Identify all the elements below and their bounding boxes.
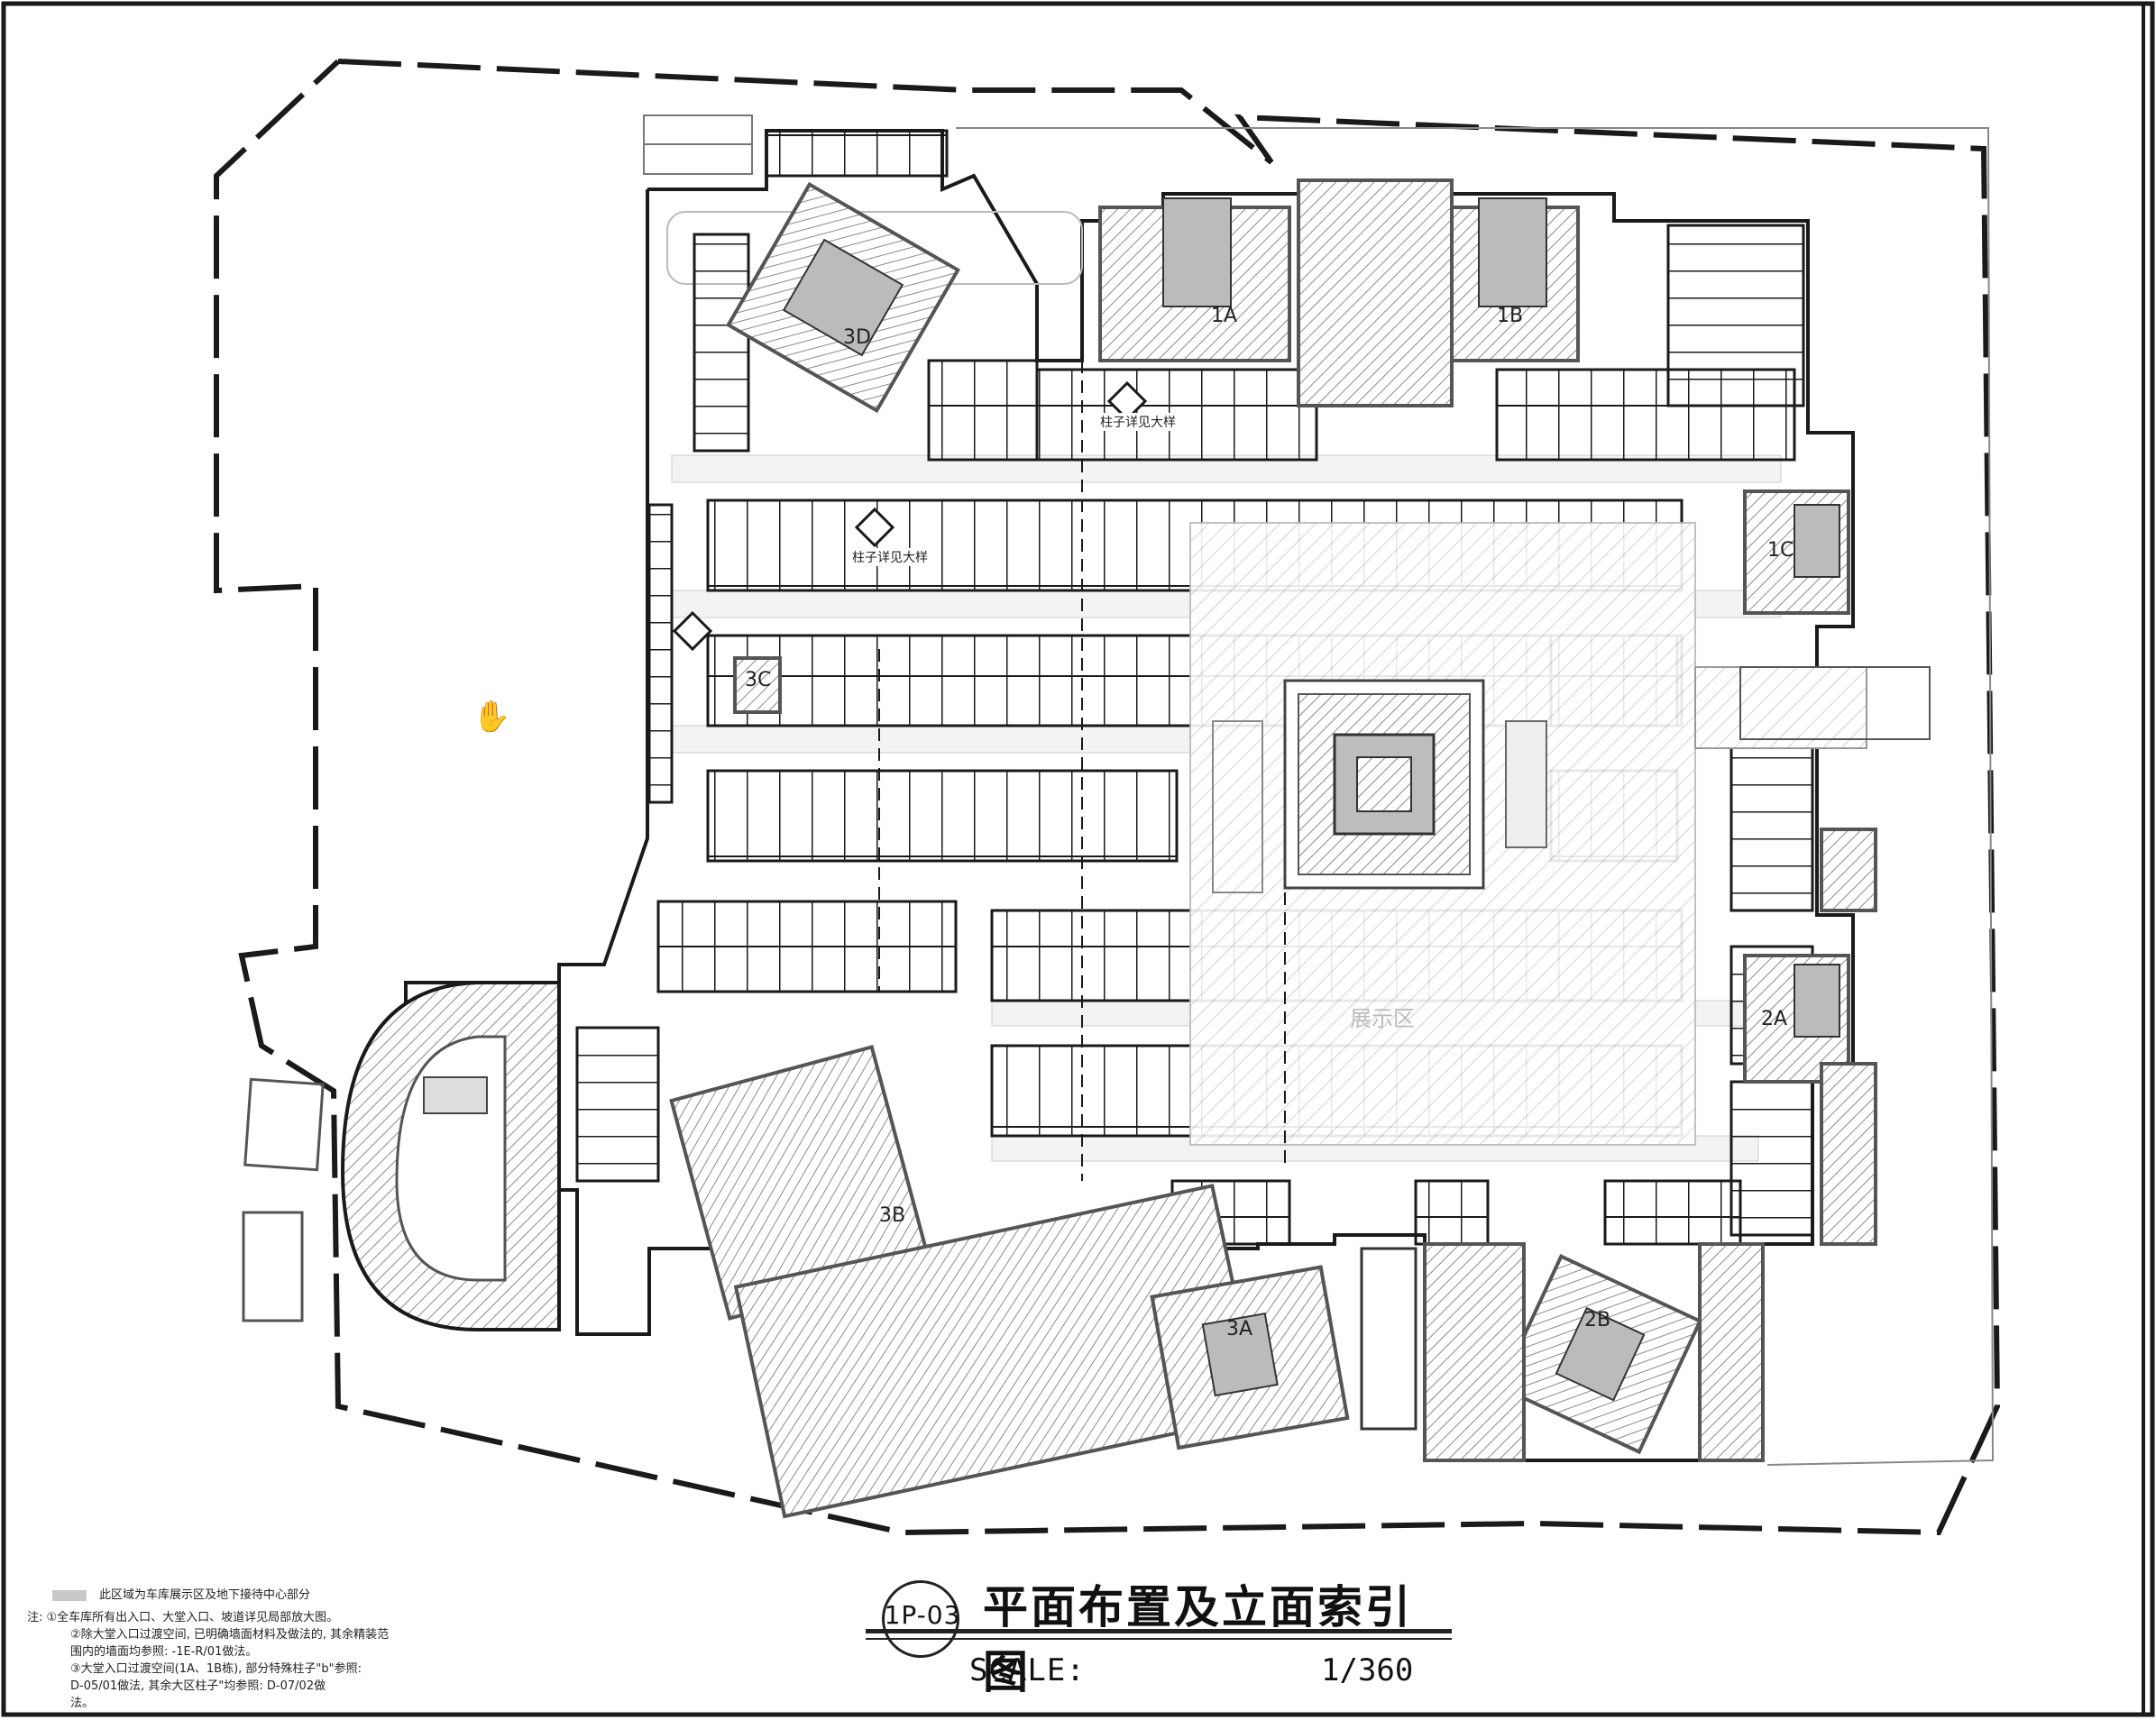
building-label-2b: 2B	[1584, 1309, 1611, 1331]
site-boundary	[214, 59, 2001, 1536]
building-label-1a: 1A	[1211, 305, 1238, 327]
title-block: 1P-03 平面布置及立面索引图 SCALE: 1/360	[857, 1555, 1452, 1699]
scale-label: SCALE:	[969, 1652, 1086, 1688]
hand-cursor-icon: ✋	[472, 699, 511, 735]
spiral-ramp	[340, 981, 561, 1331]
building-label-3c: 3C	[745, 669, 772, 691]
note-line: D-05/01做法, 其余大区柱子"均参照: D-07/02做	[70, 1679, 326, 1693]
legend-row: 此区域为车库展示区及地下接待中心部分	[52, 1587, 433, 1604]
note-line: 围内的墙面均参照: -1E-R/01做法。	[70, 1645, 258, 1659]
legend-notes: 此区域为车库展示区及地下接待中心部分 注: ①全车库所有出入口、大堂入口、坡道详…	[27, 1587, 433, 1712]
building-label-3b: 3B	[879, 1204, 906, 1227]
column-detail-callout-1: 柱子详见大样	[1100, 413, 1176, 431]
building-label-2a: 2A	[1761, 1008, 1788, 1030]
title-rule	[866, 1638, 1452, 1640]
note-line: 法。	[70, 1697, 95, 1710]
building-label-1c: 1C	[1767, 539, 1794, 562]
building-label-1b: 1B	[1497, 305, 1524, 327]
drawing-ref-number: 1P-03	[884, 1600, 961, 1630]
scale-value: 1/360	[1321, 1652, 1414, 1688]
building-label-3d: 3D	[843, 326, 871, 349]
drawing-title: 平面布置及立面索引图	[983, 1581, 1413, 1698]
exhibition-zone-label: 展示区	[1350, 1006, 1415, 1031]
legend-text: 此区域为车库展示区及地下接待中心部分	[99, 1588, 311, 1602]
section-marker-icon	[672, 380, 1148, 652]
building-label-3a: 3A	[1226, 1318, 1253, 1340]
building-cores	[669, 178, 1877, 1519]
drawing-ref-circle	[882, 1580, 959, 1658]
column-detail-callout-2: 柱子详见大样	[852, 548, 928, 566]
legend-swatch	[52, 1589, 87, 1601]
note-line: ②除大堂入口过渡空间, 已明确墙面材料及做法的, 其余精装范	[70, 1628, 390, 1642]
note-line: ③大堂入口过渡空间(1A、1B栋), 部分特殊柱子"b"参照:	[70, 1662, 362, 1676]
title-rule	[866, 1629, 1452, 1633]
note-line: 注: ①全车库所有出入口、大堂入口、坡道详见局部放大图。	[27, 1611, 339, 1624]
